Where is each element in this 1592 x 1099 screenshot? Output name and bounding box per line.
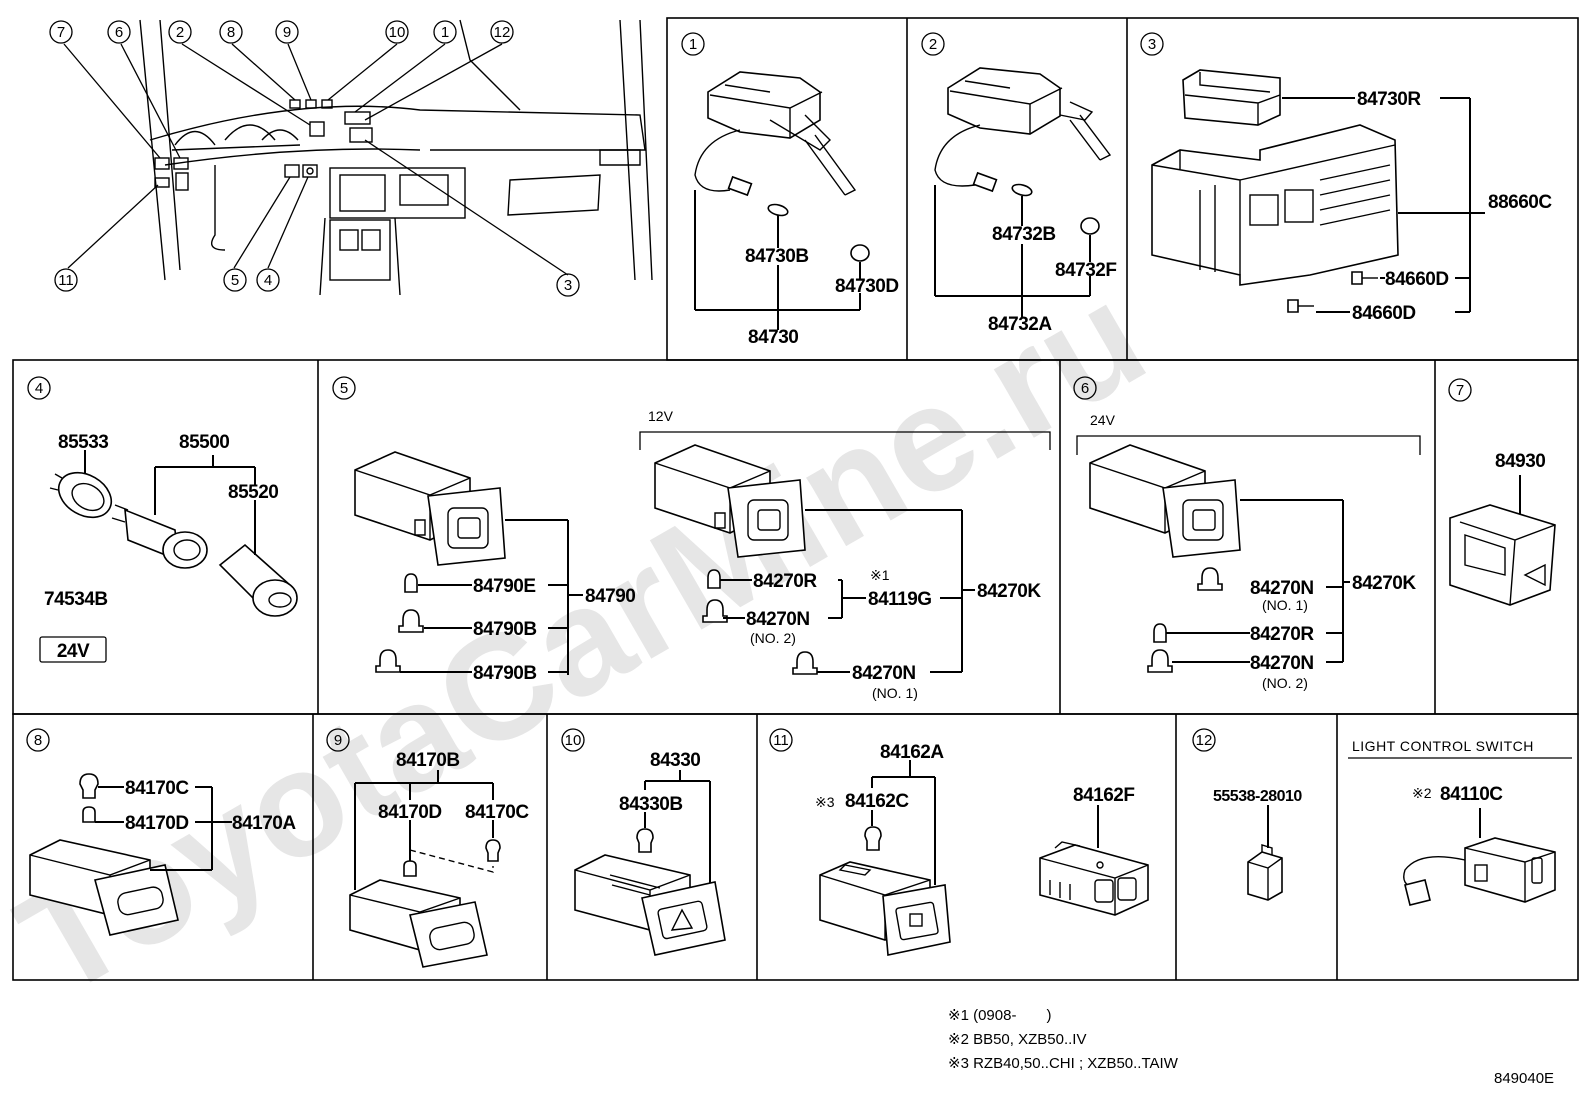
callout-1: 1 — [441, 24, 449, 41]
part-84170A: 84170A — [232, 813, 296, 834]
section-number: 7 — [1456, 382, 1464, 399]
callout-8: 8 — [227, 24, 235, 41]
part-84170D: 84170D — [125, 813, 189, 834]
section-number: 5 — [340, 380, 348, 397]
part-84732F: 84732F — [1055, 260, 1116, 281]
part-55538-28010: 55538-28010 — [1213, 788, 1302, 805]
part-84330: 84330 — [650, 750, 700, 771]
mark-3: ※3 — [815, 794, 835, 810]
callout-5: 5 — [231, 272, 239, 289]
section-7: 7 84930 — [1448, 378, 1556, 606]
section-number: 1 — [689, 36, 697, 53]
sub-no2: (NO. 2) — [750, 630, 796, 646]
section-8: 8 84170C 84170D 84170A — [26, 728, 297, 936]
part-84162A: 84162A — [880, 742, 944, 763]
part-85533: 85533 — [58, 432, 108, 453]
part-84790B: 84790B — [473, 663, 537, 684]
part-84170D: 84170D — [378, 802, 442, 823]
part-84162C: 84162C — [845, 791, 909, 812]
voltage-12v: 12V — [648, 408, 674, 424]
footnotes: ※1 (0908- ) ※2 BB50, XZB50..IV ※3 RZB40,… — [948, 1007, 1554, 1087]
part-84270N: 84270N — [852, 663, 916, 684]
section-3: 3 84730R 88660C 84660D 84660D — [1140, 32, 1553, 324]
voltage-24v: 24V — [1090, 412, 1116, 428]
part-84170B: 84170B — [396, 750, 460, 771]
part-84790: 84790 — [585, 586, 635, 607]
part-84270K: 84270K — [1352, 573, 1416, 594]
callout-12: 12 — [494, 24, 511, 41]
note-3: ※3 RZB40,50..CHI ; XZB50..TAIW — [948, 1055, 1179, 1072]
section-2: 2 84732B 84732F 84732A — [921, 32, 1117, 335]
section-6: 6 24V 84270N (NO. 1) 84270K 84270R 84270… — [1073, 376, 1421, 691]
part-85520: 85520 — [228, 482, 278, 503]
part-84730B: 84730B — [745, 246, 809, 267]
light-control-switch-section: LIGHT CONTROL SWITCH ※2 84110C — [1348, 738, 1572, 906]
part-84270N: 84270N — [1250, 653, 1314, 674]
part-84270N: 84270N — [1250, 578, 1314, 599]
part-85500: 85500 — [179, 432, 229, 453]
part-84162F: 84162F — [1073, 785, 1134, 806]
part-84170C: 84170C — [465, 802, 529, 823]
callout-10: 10 — [389, 24, 406, 41]
part-84730: 84730 — [748, 327, 798, 348]
sub-no1: (NO. 1) — [1262, 597, 1308, 613]
part-84660D: 84660D — [1385, 269, 1449, 290]
part-84730D: 84730D — [835, 276, 899, 297]
callout-2: 2 — [176, 24, 184, 41]
section-number: 12 — [1196, 732, 1213, 749]
part-84930: 84930 — [1495, 451, 1545, 472]
section-4: 4 85533 85500 85520 74534B 24V — [27, 376, 298, 663]
section-9: 9 84170B 84170D 84170C — [326, 728, 530, 968]
callout-11: 11 — [58, 272, 74, 289]
section-10: 10 84330 84330B — [561, 728, 726, 956]
section-number: 10 — [565, 732, 582, 749]
section-1: 1 84730B 84730D 84730 — [681, 32, 899, 348]
callout-6: 6 — [115, 24, 123, 41]
section-frames — [12, 17, 1579, 981]
section-12: 12 55538-28010 — [1192, 728, 1303, 901]
part-84330B: 84330B — [619, 794, 683, 815]
part-84270R: 84270R — [753, 571, 817, 592]
section-number: 4 — [35, 380, 43, 397]
section-5: 5 12V 84790E 84790 84790B 84790B — [332, 376, 1051, 701]
section-number: 9 — [334, 732, 342, 749]
part-88660C: 88660C — [1488, 192, 1552, 213]
part-84790E: 84790E — [473, 576, 536, 597]
note-1: ※1 (0908- ) — [948, 1007, 1051, 1024]
section-11: 11 ※3 84162A 84162C 84162F — [769, 728, 1149, 956]
sub-no1: (NO. 1) — [872, 685, 918, 701]
sub-no2: (NO. 2) — [1262, 675, 1308, 691]
part-84170C: 84170C — [125, 778, 189, 799]
part-84660D: 84660D — [1352, 303, 1416, 324]
part-84732B: 84732B — [992, 224, 1056, 245]
section-number: 11 — [773, 732, 789, 749]
part-84270K: 84270K — [977, 581, 1041, 602]
diagram-code: 849040E — [1494, 1070, 1554, 1087]
light-control-title: LIGHT CONTROL SWITCH — [1352, 738, 1534, 754]
part-84110C: 84110C — [1440, 784, 1503, 805]
voltage-24v-box: 24V — [57, 641, 90, 662]
callout-9: 9 — [283, 24, 291, 41]
callout-7: 7 — [57, 24, 65, 41]
callout-3: 3 — [564, 277, 572, 294]
section-number: 2 — [929, 36, 937, 53]
mark-1: ※1 — [870, 567, 890, 583]
mark-2: ※2 — [1412, 785, 1432, 801]
part-84119G: 84119G — [868, 589, 932, 610]
dashboard-overview — [63, 19, 653, 296]
section-number: 8 — [34, 732, 42, 749]
part-84270N: 84270N — [746, 609, 810, 630]
note-2: ※2 BB50, XZB50..IV — [948, 1031, 1086, 1048]
section-number: 3 — [1148, 36, 1156, 53]
part-84790B: 84790B — [473, 619, 537, 640]
part-74534B: 74534B — [44, 589, 108, 610]
overview-callouts: 7 6 2 8 9 10 1 12 11 5 4 3 — [49, 20, 580, 297]
part-84732A: 84732A — [988, 314, 1052, 335]
part-84730R: 84730R — [1357, 89, 1421, 110]
part-84270R: 84270R — [1250, 624, 1314, 645]
section-number: 6 — [1081, 380, 1089, 397]
callout-4: 4 — [264, 272, 272, 289]
